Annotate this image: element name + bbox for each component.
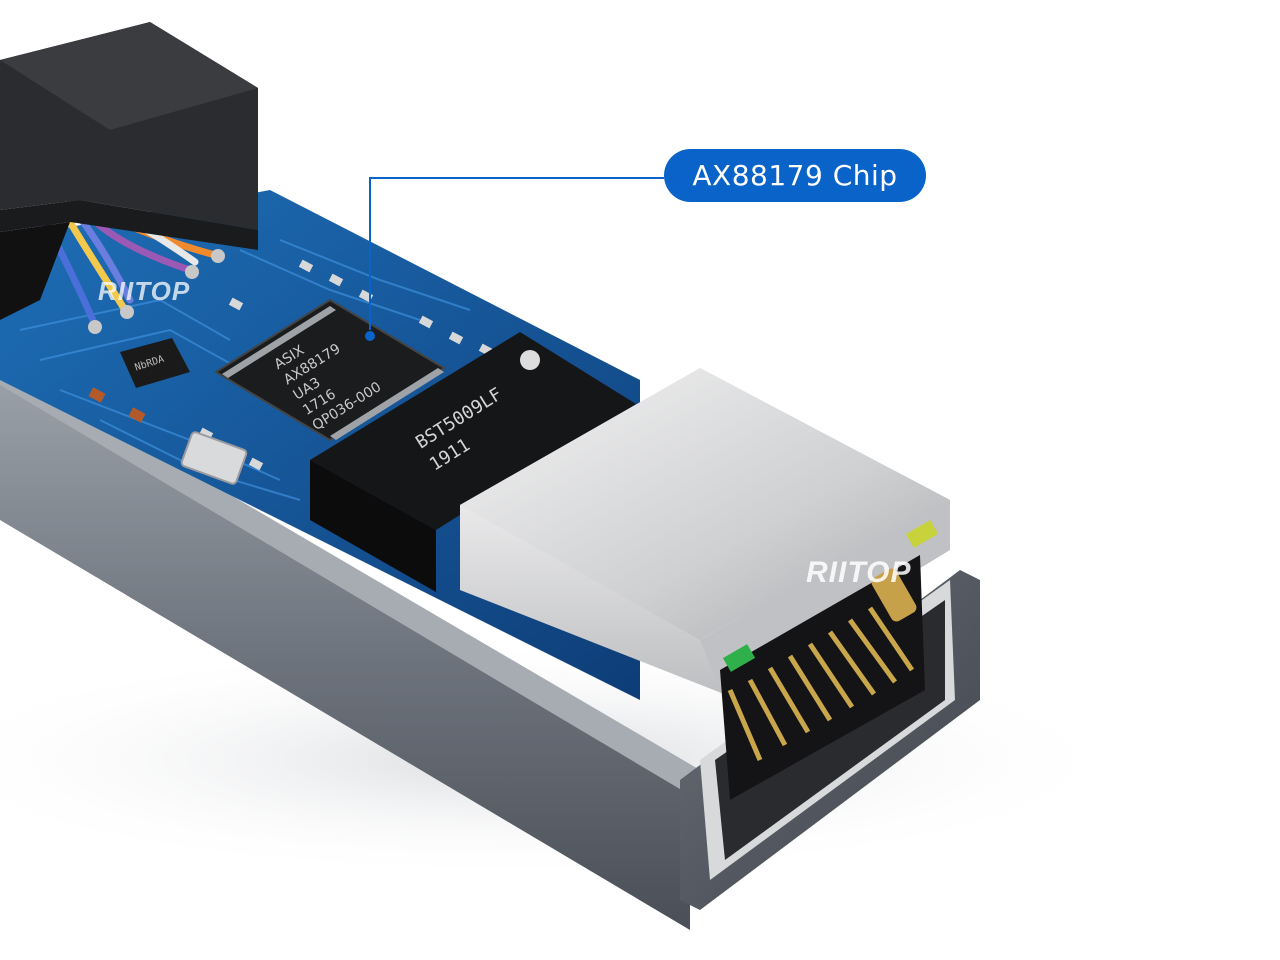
callout-leader-line (369, 177, 664, 330)
cable-boot (0, 22, 258, 320)
activity-led (905, 520, 939, 548)
port-latch (871, 568, 917, 622)
housing-rim (0, 360, 700, 795)
solder-points (88, 249, 225, 334)
rj45-contacts (727, 606, 915, 761)
transformer-chip: BST5009LF 1911 (310, 332, 636, 592)
watermark: RIITOP (806, 556, 912, 589)
rj45-socket (720, 520, 939, 800)
housing-side (0, 380, 690, 930)
watermark: RIITOP (98, 276, 191, 306)
rj45-port (460, 368, 950, 720)
callout-anchor-dot (365, 331, 375, 341)
crystal-oscillator (180, 431, 248, 485)
ax88179-chip: ASIX AX88179 UA3 1716 QP036-000 (214, 298, 446, 442)
chip-callout-label: AX88179 Chip (664, 149, 926, 202)
small-chip: NbRDA (120, 338, 190, 388)
link-led (722, 644, 756, 672)
